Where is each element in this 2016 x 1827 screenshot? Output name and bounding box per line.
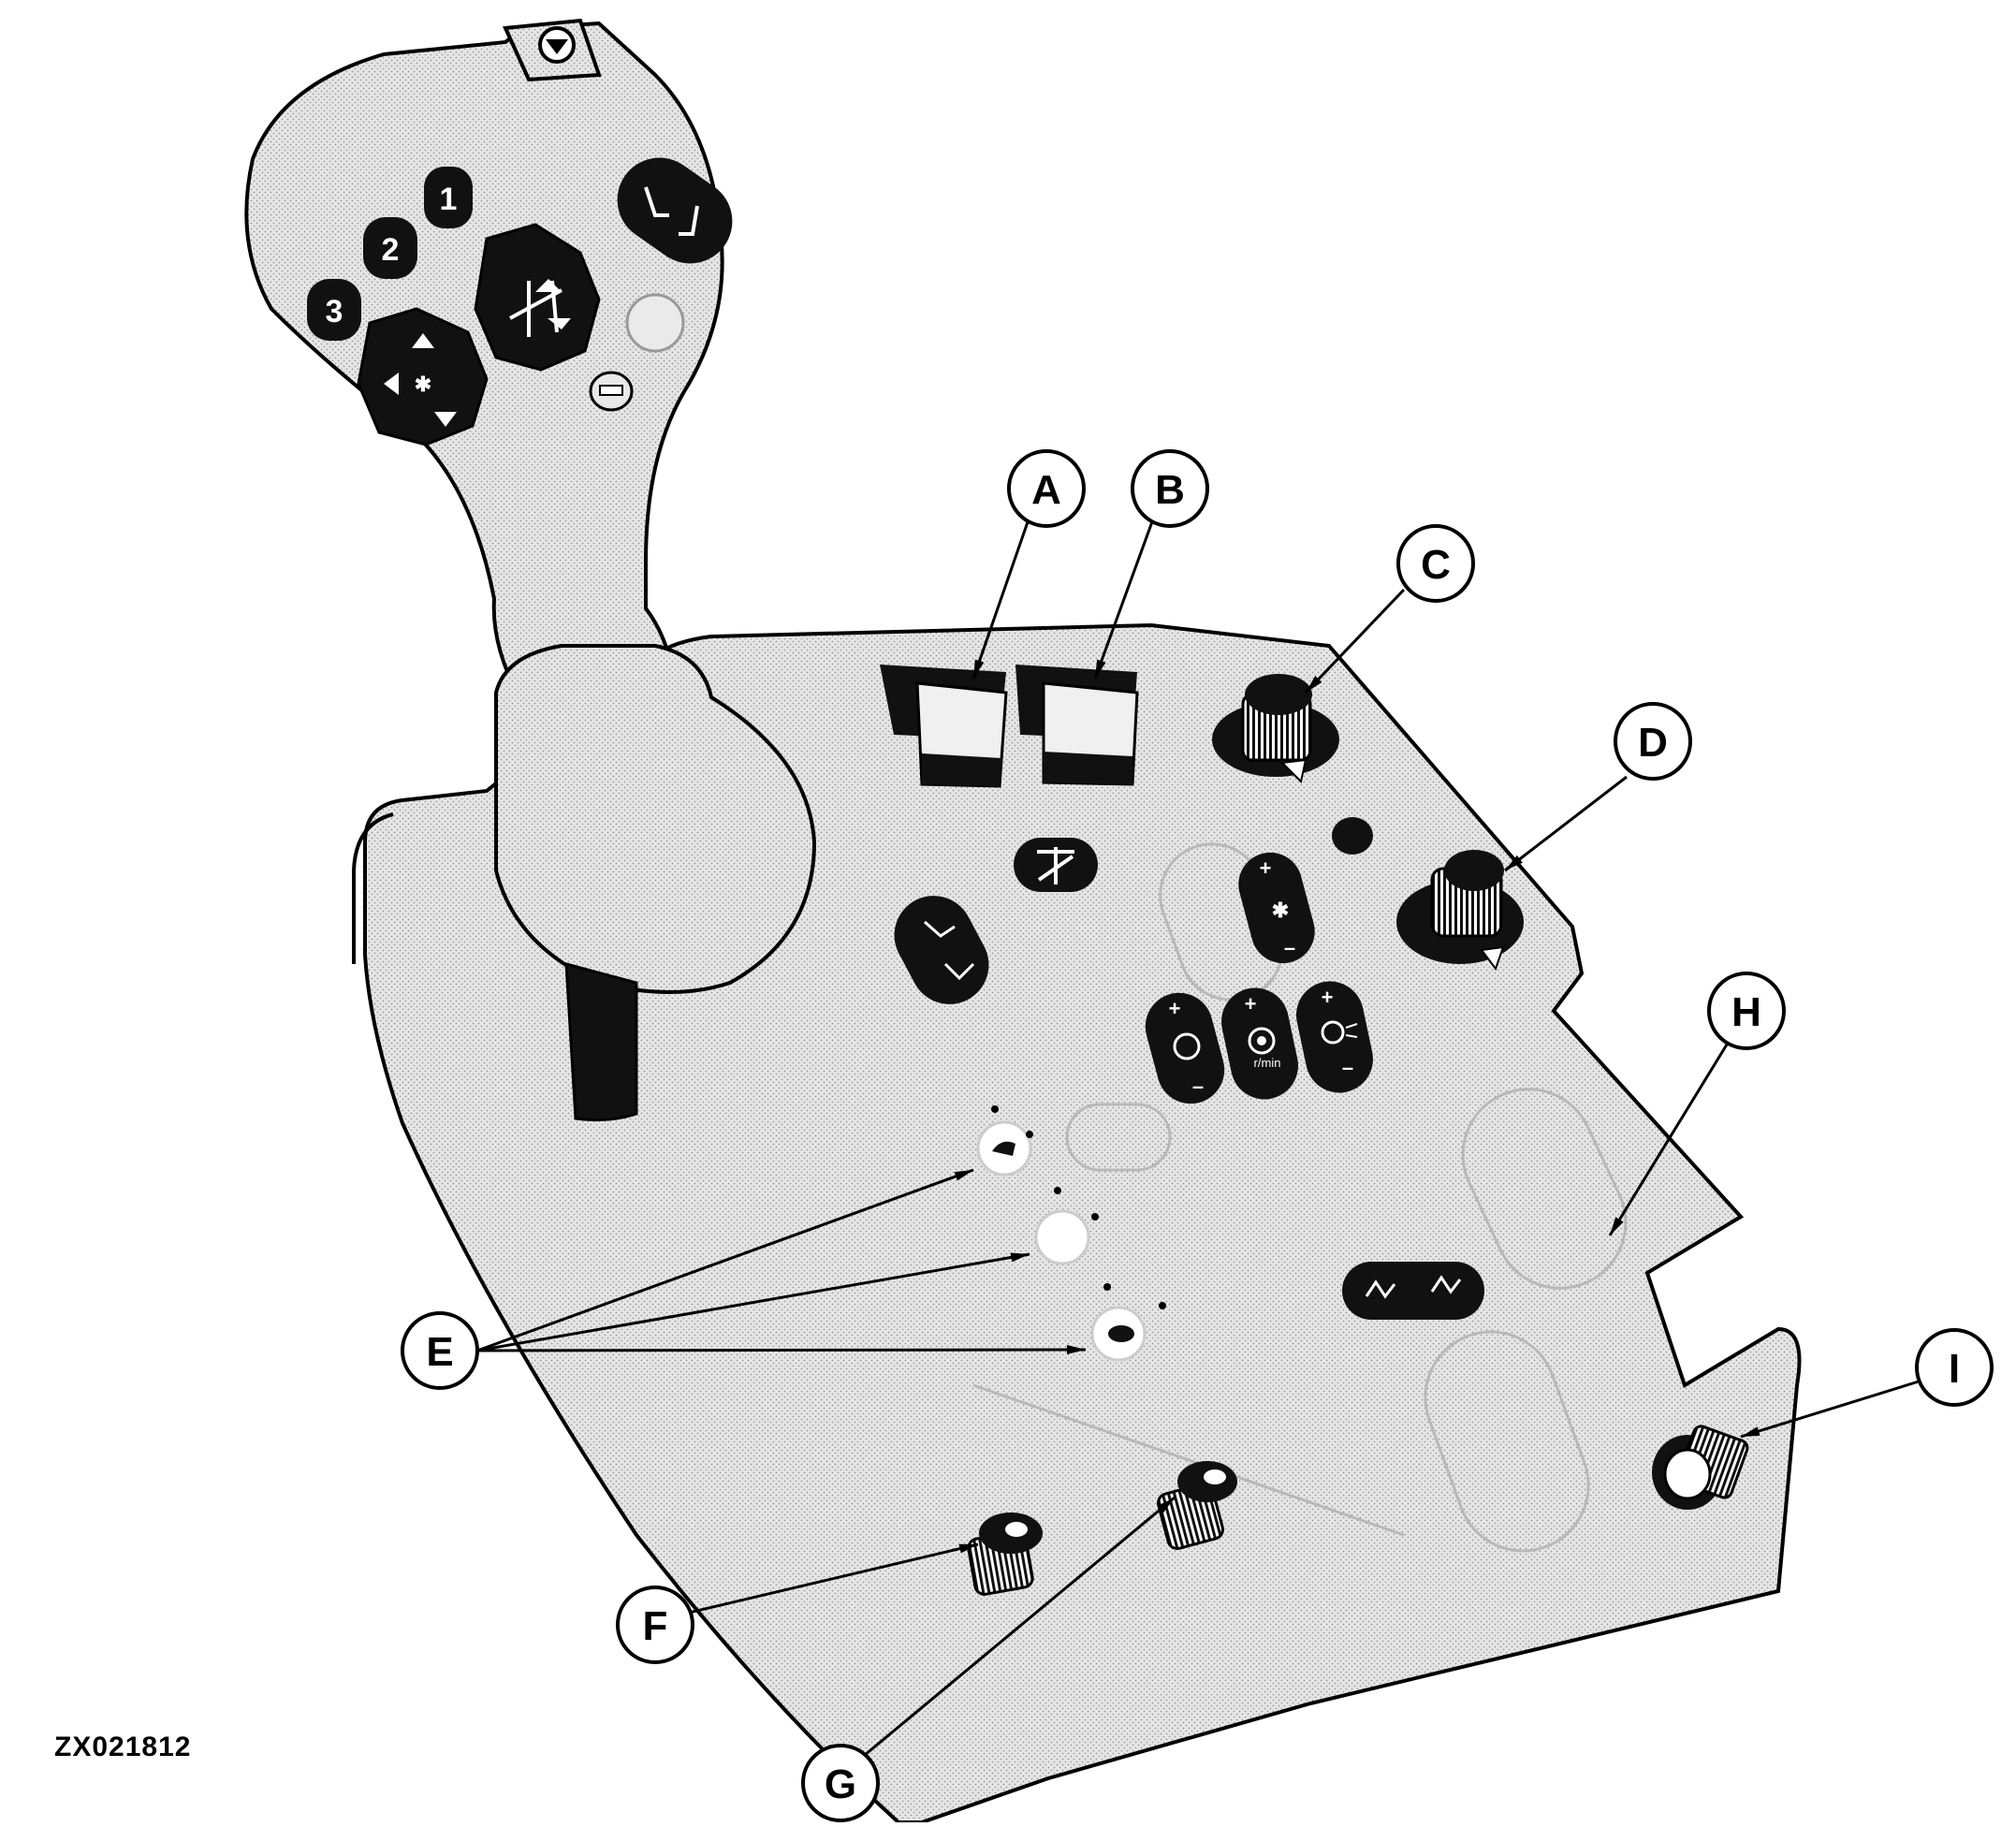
minus-sign: – (1342, 1056, 1353, 1079)
callout-a-label: A (1031, 467, 1061, 513)
pto-speed-rocker[interactable]: + ✱ – (1232, 845, 1322, 971)
button-3-label: 3 (326, 294, 343, 329)
callout-h-label: H (1731, 989, 1761, 1035)
minus-sign: – (1192, 1074, 1204, 1098)
rate-rocker-right[interactable]: + – (1290, 975, 1379, 1099)
rotary-knob-f[interactable] (967, 1513, 1043, 1596)
callout-d-label: D (1638, 720, 1668, 766)
leader-e2 (476, 1252, 1030, 1352)
leader-b (1093, 516, 1156, 680)
leader-c (1304, 588, 1406, 694)
leader-a (971, 516, 1031, 680)
callout-h: H (1707, 972, 1786, 1050)
callout-c: C (1396, 524, 1475, 603)
callout-f: F (616, 1586, 694, 1664)
callout-e: E (401, 1311, 479, 1390)
rotary-knob-c[interactable] (1212, 674, 1339, 784)
panel-groove-lower (972, 1383, 1405, 1537)
engine-rpm-rocker[interactable]: + r/min (1215, 982, 1304, 1105)
rotary-knob-d[interactable] (1396, 850, 1524, 972)
leader-g (858, 1496, 1176, 1761)
rocker-switch-b[interactable] (1015, 665, 1139, 786)
plus-sign: + (1169, 997, 1181, 1020)
figure-id: ZX021812 (54, 1732, 192, 1762)
callout-b-label: B (1155, 467, 1185, 513)
button-1[interactable]: 1 (424, 167, 473, 228)
indicator-dot (1332, 817, 1373, 855)
button-1-label: 1 (440, 182, 458, 217)
joystick-grip[interactable] (244, 21, 724, 699)
leader-e3 (476, 1345, 1087, 1355)
plus-sign: + (1260, 856, 1272, 880)
callout-d: D (1614, 702, 1692, 781)
button-3[interactable]: 3 (307, 279, 361, 341)
joystick-shaft (564, 962, 638, 1122)
joystick-side-button[interactable] (625, 293, 685, 353)
callout-i: I (1915, 1328, 1994, 1407)
hitch-lock-switch[interactable] (1014, 838, 1098, 892)
leader-f (688, 1542, 979, 1615)
indicator-light-hare (976, 1105, 1033, 1177)
asterisk-icon: ✱ (415, 373, 431, 396)
callout-i-label: I (1949, 1346, 1960, 1392)
dual-rocker-switch[interactable] (1342, 1262, 1484, 1320)
callout-a: A (1007, 449, 1086, 528)
indicator-light-tortoise (1090, 1283, 1166, 1362)
plus-sign: + (1322, 986, 1334, 1009)
button-2[interactable]: 2 (363, 217, 417, 279)
callout-c-label: C (1421, 542, 1451, 588)
hydraulic-joystick-button[interactable]: ✱ (357, 307, 489, 446)
button-2-label: 2 (382, 232, 400, 268)
panel-recess-right-upper (1461, 1088, 1628, 1290)
hitch-control-button[interactable] (474, 223, 601, 372)
joystick-small-button[interactable] (589, 371, 634, 412)
asterisk-icon: ✱ (1272, 899, 1289, 922)
panel-recess-middle (1065, 1103, 1172, 1172)
callout-g: G (801, 1744, 880, 1822)
rotary-knob-g[interactable] (1156, 1461, 1237, 1551)
joystick-top-wedge (503, 18, 602, 82)
leader-i (1740, 1380, 1920, 1439)
plus-sign: + (1245, 992, 1257, 1016)
rpm-unit-label: r/min (1254, 1056, 1281, 1070)
callout-e-label: E (426, 1329, 453, 1375)
rocker-switch-a[interactable] (880, 665, 1008, 788)
minus-sign: – (1284, 936, 1295, 959)
rotary-knob-i[interactable] (1652, 1425, 1749, 1510)
callout-b: B (1131, 449, 1209, 528)
rate-rocker-left[interactable]: + – (1138, 986, 1233, 1112)
draft-position-rocker[interactable] (881, 882, 1003, 1017)
leader-lines (476, 516, 1920, 1761)
leader-d (1504, 775, 1628, 872)
leader-e1 (476, 1168, 974, 1352)
callout-f-label: F (643, 1603, 668, 1649)
panel-recess-right-lower (1424, 1330, 1590, 1553)
callout-g-label: G (825, 1761, 856, 1807)
leader-h (1608, 1044, 1729, 1236)
console-left-edge (352, 812, 394, 964)
shuttle-rocker-button[interactable] (601, 141, 749, 280)
indicator-light-neutral (1034, 1187, 1099, 1265)
